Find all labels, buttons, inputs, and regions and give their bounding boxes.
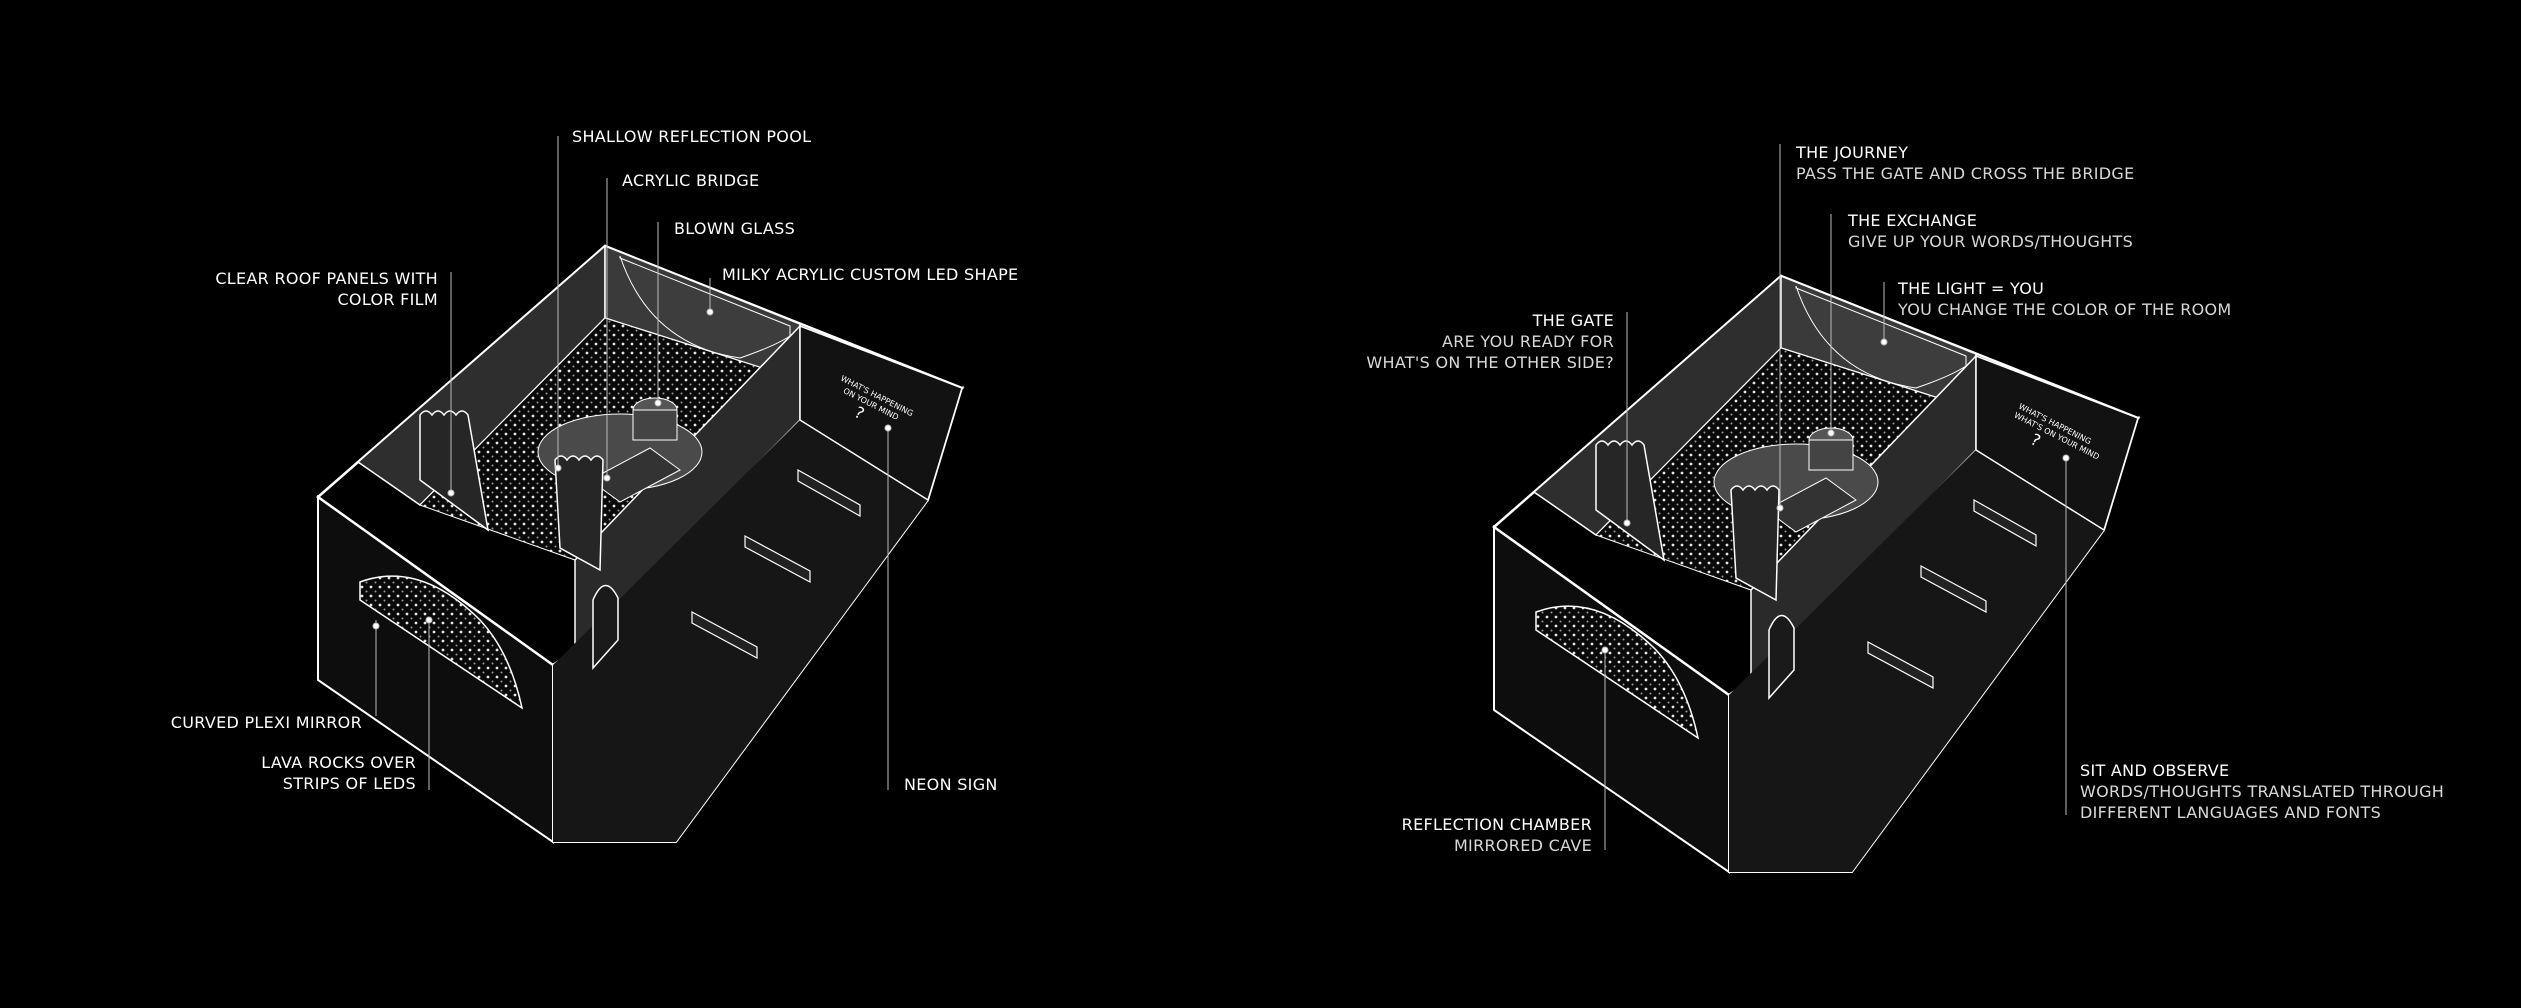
glass-base	[1808, 439, 1854, 471]
label-the-journey: THE JOURNEY PASS THE GATE AND CROSS THE …	[1796, 143, 2135, 183]
label-led-shape: MILKY ACRYLIC CUSTOM LED SHAPE	[722, 265, 1019, 284]
roof-panel-1	[419, 410, 490, 532]
roof-panel-1	[1595, 440, 1666, 562]
label-lava-rocks: LAVA ROCKS OVER STRIPS OF LEDS	[261, 753, 416, 793]
mirror-cave	[1535, 605, 1700, 740]
benches	[691, 468, 861, 660]
label-roof-panels: CLEAR ROOF PANELS WITH COLOR FILM	[215, 269, 438, 309]
label-the-gate: THE GATE ARE YOU READY FOR WHAT'S ON THE…	[1366, 311, 1614, 372]
acrylic-bridge	[1765, 477, 1857, 533]
led-shape	[619, 255, 791, 359]
gallery-wall	[1975, 354, 2139, 532]
label-plexi-mirror: CURVED PLEXI MIRROR	[170, 713, 362, 732]
label-reflection-pool: SHALLOW REFLECTION POOL	[572, 127, 812, 146]
mirror-cave	[359, 575, 524, 710]
label-reflection-chamber: REFLECTION CHAMBER MIRRORED CAVE	[1401, 815, 1592, 855]
label-the-exchange: THE EXCHANGE GIVE UP YOUR WORDS/THOUGHTS	[1848, 211, 2134, 251]
gate-arch	[1768, 614, 1795, 700]
leader-lines-right	[1601, 144, 2070, 850]
led-shape	[1795, 285, 1967, 389]
gallery-wall	[799, 324, 963, 502]
glass-base	[632, 409, 678, 441]
gallery-floor	[553, 388, 962, 842]
acrylic-bridge	[589, 447, 681, 503]
box-left: WHAT'S HAPPENING ON YOUR MIND ?	[315, 136, 965, 844]
gate-arch	[592, 584, 619, 670]
roof-panel-2	[1730, 485, 1780, 602]
label-blown-glass: BLOWN GLASS	[674, 219, 796, 238]
gallery-floor	[1729, 418, 2138, 872]
benches	[1867, 498, 2037, 690]
leader-lines-left	[372, 136, 892, 790]
label-sit-and-observe: SIT AND OBSERVE WORDS/THOUGHTS TRANSLATE…	[2080, 761, 2445, 822]
label-the-light: THE LIGHT = YOU YOU CHANGE THE COLOR OF …	[1898, 279, 2232, 319]
label-neon-sign: NEON SIGN	[904, 775, 998, 794]
roof-panel-2	[554, 455, 604, 572]
box-right: WHAT'S HAPPENING WHAT'S ON YOUR MIND ?	[1491, 144, 2141, 874]
label-acrylic-bridge: ACRYLIC BRIDGE	[622, 171, 760, 190]
